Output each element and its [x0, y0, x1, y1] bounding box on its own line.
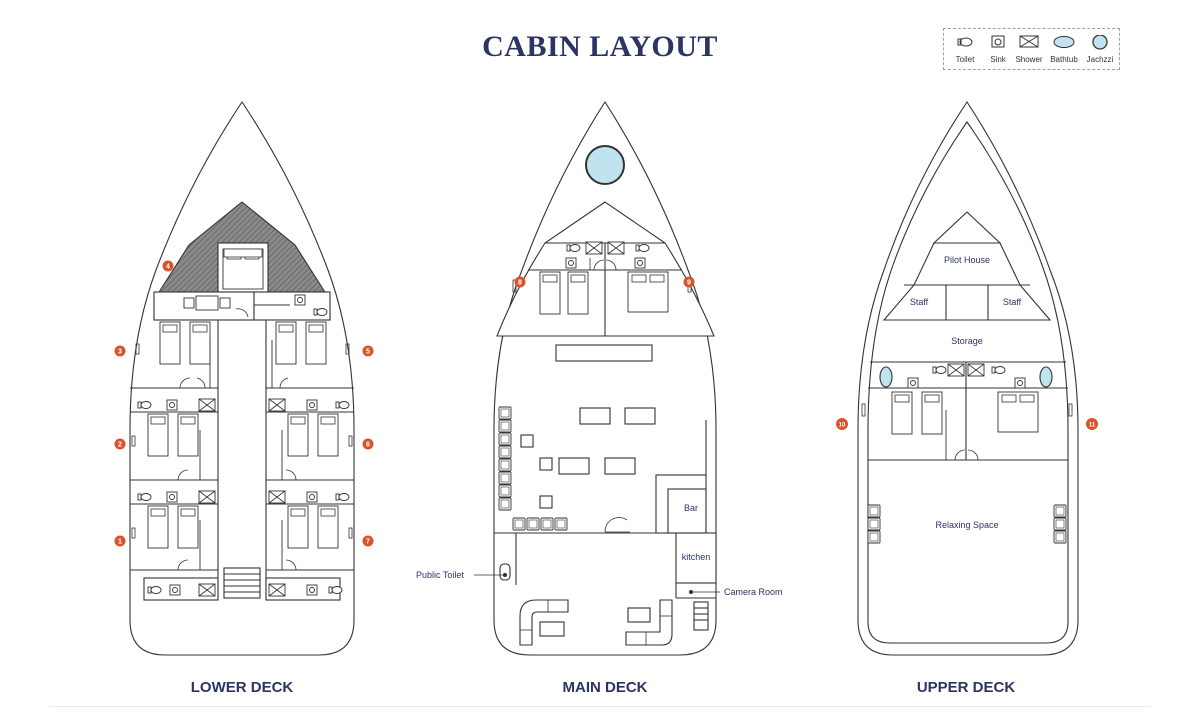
upper-deck	[857, 101, 1079, 656]
storage-label: Storage	[951, 336, 983, 346]
cabin-marker-10: 10	[836, 418, 848, 430]
legend-item-shower: Shower	[1012, 35, 1046, 64]
cabin-marker-8: 8	[514, 276, 526, 288]
cabin-marker-9: 9	[683, 276, 695, 288]
main-deck-label: MAIN DECK	[562, 679, 648, 696]
svg-text:9: 9	[687, 280, 691, 287]
svg-text:3: 3	[118, 349, 122, 356]
cabin-marker-7: 7	[362, 535, 374, 547]
divider	[50, 706, 1150, 707]
svg-text:7: 7	[366, 539, 370, 546]
legend-item-toilet: Toilet	[948, 35, 982, 64]
cabin-marker-1: 1	[114, 535, 126, 547]
bar-label: Bar	[684, 503, 698, 513]
staff-left-label: Staff	[910, 297, 929, 307]
lower-deck-hull	[129, 101, 355, 656]
legend-label: Bathtub	[1050, 55, 1078, 64]
jacuzzi-icon	[1092, 34, 1108, 50]
cabin-marker-3: 3	[114, 345, 126, 357]
jacuzzi-icon	[585, 145, 625, 185]
svg-text:5: 5	[366, 349, 370, 356]
svg-text:2: 2	[118, 442, 122, 449]
toilet-icon	[957, 37, 973, 47]
sink-icon	[991, 35, 1005, 48]
legend-label: Shower	[1015, 55, 1043, 64]
bathtub-icon	[1053, 36, 1075, 48]
main-deck	[474, 100, 720, 656]
page-title: CABIN LAYOUT	[482, 30, 718, 63]
upper-deck-hull	[857, 101, 1079, 656]
lower-deck	[129, 101, 355, 656]
upper-deck-label: UPPER DECK	[916, 679, 1016, 696]
relaxing-space-label: Relaxing Space	[935, 520, 998, 530]
staff-right-label: Staff	[1003, 297, 1022, 307]
legend-label: Jachzzi	[1086, 55, 1114, 64]
cabin-marker-4: 4	[162, 260, 174, 272]
legend-item-bathtub: Bathtub	[1047, 35, 1081, 64]
legend-item-sink: Sink	[981, 35, 1015, 64]
lower-deck-label: LOWER DECK	[190, 679, 294, 696]
kitchen-label: kitchen	[682, 552, 711, 562]
svg-text:8: 8	[518, 280, 522, 287]
camera-room-label: Camera Room	[724, 587, 783, 597]
public-toilet-label: Public Toilet	[416, 570, 464, 580]
svg-text:4: 4	[166, 264, 170, 271]
legend-label: Sink	[990, 55, 1006, 64]
shower-icon	[1019, 35, 1039, 48]
pilot-house-label: Pilot House	[944, 255, 990, 265]
cabin-marker-6: 6	[362, 438, 374, 450]
svg-text:6: 6	[366, 442, 370, 449]
legend: Toilet Sink Shower Bathtub Jachzzi	[943, 28, 1120, 70]
svg-text:10: 10	[839, 423, 846, 429]
main-deck-hull	[493, 100, 717, 656]
svg-text:1: 1	[118, 539, 122, 546]
legend-label: Toilet	[955, 55, 975, 64]
legend-item-jacuzzi: Jachzzi	[1083, 34, 1117, 64]
cabin-marker-11: 11	[1086, 418, 1098, 430]
cabin-marker-2: 2	[114, 438, 126, 450]
cabin-marker-5: 5	[362, 345, 374, 357]
svg-text:11: 11	[1089, 423, 1096, 429]
